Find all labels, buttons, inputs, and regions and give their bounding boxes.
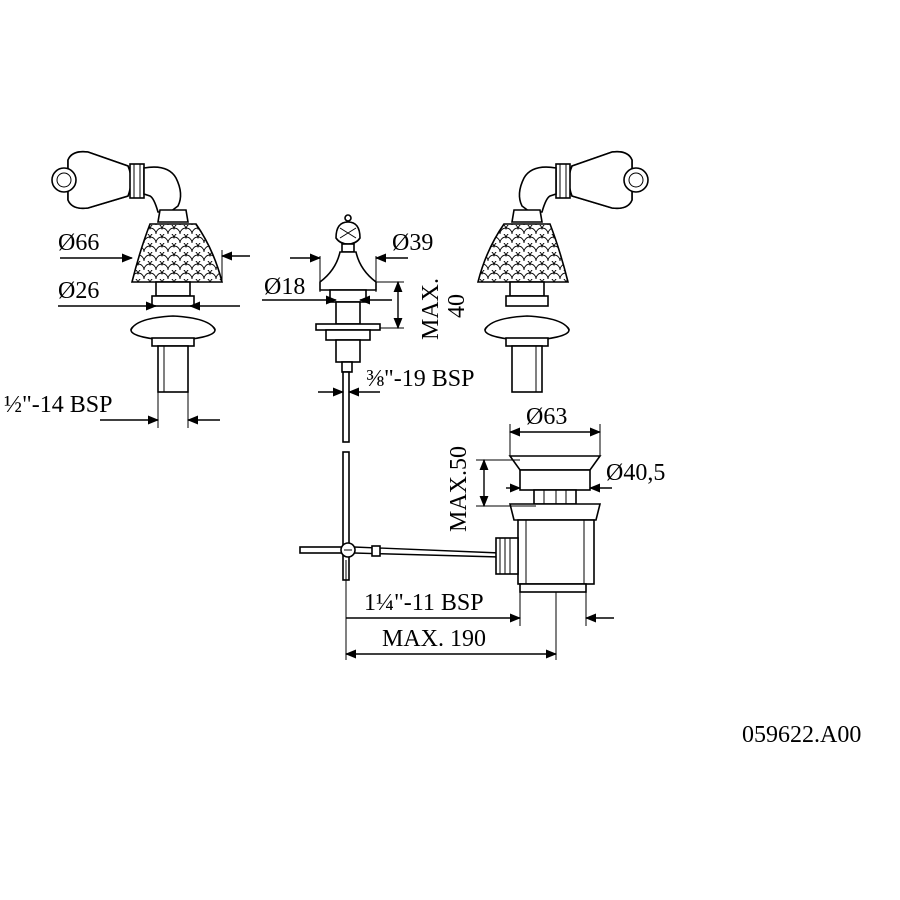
dim-max190: MAX. 190 [382, 626, 486, 652]
dim-one-quarter-bsp: 1¼"-11 BSP [364, 590, 484, 616]
dim-d63: Ø63 [526, 404, 567, 430]
drawing-code: 059622.A00 [742, 722, 861, 748]
left-bell-body [130, 223, 224, 283]
dim-max40-line1: MAX. [418, 278, 444, 340]
dimension-lines [58, 250, 614, 660]
dim-three-eighths-bsp: ⅜"-19 BSP [366, 366, 475, 392]
dim-d18: Ø18 [264, 274, 305, 300]
pop-up-waste [495, 455, 602, 593]
center-spout-body [315, 214, 381, 373]
dim-half-bsp: ½"-14 BSP [4, 392, 113, 418]
dim-max40-line2: 40 [444, 294, 470, 318]
dim-d40-5: Ø40,5 [606, 460, 665, 486]
dim-d26: Ø26 [58, 278, 99, 304]
dim-d39: Ø39 [392, 230, 433, 256]
right-valve [476, 150, 649, 393]
dim-d66: Ø66 [58, 230, 99, 256]
left-lever-handle [51, 150, 182, 213]
dim-max50: MAX.50 [446, 446, 472, 532]
left-valve [51, 150, 224, 393]
